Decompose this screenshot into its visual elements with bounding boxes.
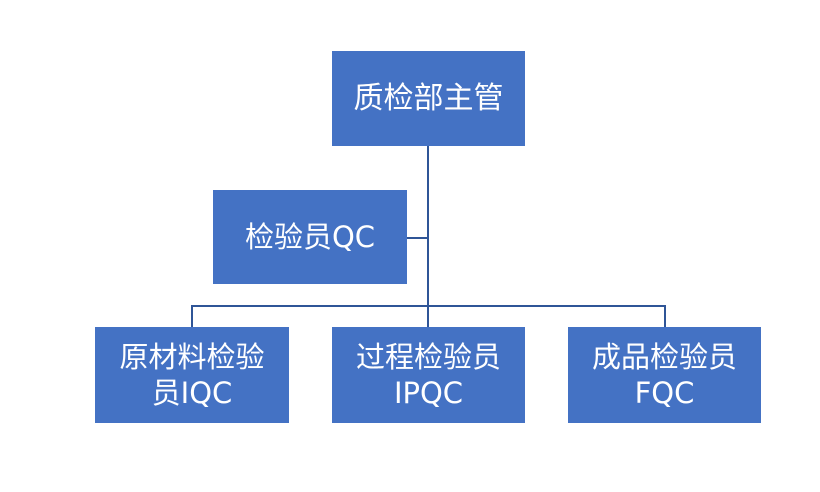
node-child-ipqc: 过程检验员 IPQC	[332, 327, 525, 423]
node-label: 检验员QC	[244, 219, 376, 254]
connector-child-right	[664, 305, 666, 327]
node-label-line2: IPQC	[393, 376, 464, 410]
connector-child-left	[191, 305, 193, 327]
connector-assistant	[407, 237, 428, 239]
node-label-line1: 成品检验员	[591, 339, 737, 374]
connector-root-trunk	[427, 146, 429, 307]
node-label-line2: FQC	[634, 376, 695, 410]
node-label-line2: 员IQC	[151, 376, 233, 410]
node-assistant-qc-inspector: 检验员QC	[213, 190, 407, 284]
node-label-line1: 原材料检验	[119, 339, 265, 374]
node-child-fqc: 成品检验员 FQC	[568, 327, 761, 423]
node-child-iqc: 原材料检验 员IQC	[95, 327, 289, 423]
node-root-qc-supervisor: 质检部主管	[332, 51, 525, 146]
node-label: 质检部主管	[353, 80, 504, 116]
node-label-line1: 过程检验员	[355, 339, 501, 374]
connector-child-middle	[427, 305, 429, 327]
